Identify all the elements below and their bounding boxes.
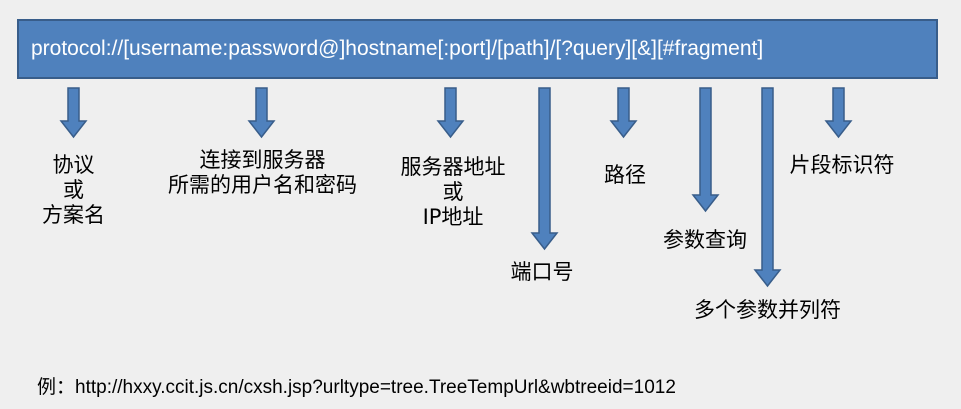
- label-credentials: 连接到服务器 所需的用户名和密码: [168, 148, 357, 197]
- arrow-credentials: [247, 87, 276, 139]
- label-path: 路径: [604, 163, 646, 187]
- example-url: 例：http://hxxy.ccit.js.cn/cxsh.jsp?urltyp…: [37, 372, 676, 399]
- url-pattern-text: protocol://[username:password@]hostname[…: [31, 37, 764, 60]
- example-prefix: 例：: [37, 376, 76, 398]
- label-ampersand: 多个参数并列符: [694, 298, 841, 322]
- arrow-path: [609, 87, 638, 139]
- arrow-hostname: [436, 87, 465, 139]
- example-url-text: http://hxxy.ccit.js.cn/cxsh.jsp?urltype=…: [75, 377, 676, 398]
- arrow-query: [691, 87, 720, 213]
- label-fragment: 片段标识符: [789, 153, 895, 177]
- label-protocol: 协议 或 方案名: [42, 153, 105, 227]
- label-hostname: 服务器地址 或 IP地址: [400, 155, 506, 229]
- url-pattern-bar: protocol://[username:password@]hostname[…: [17, 19, 938, 79]
- arrow-port: [530, 87, 559, 251]
- arrow-fragment: [824, 87, 853, 139]
- arrow-protocol: [59, 87, 88, 139]
- label-port: 端口号: [510, 260, 574, 284]
- label-query: 参数查询: [663, 228, 747, 252]
- arrow-ampersand: [753, 87, 782, 288]
